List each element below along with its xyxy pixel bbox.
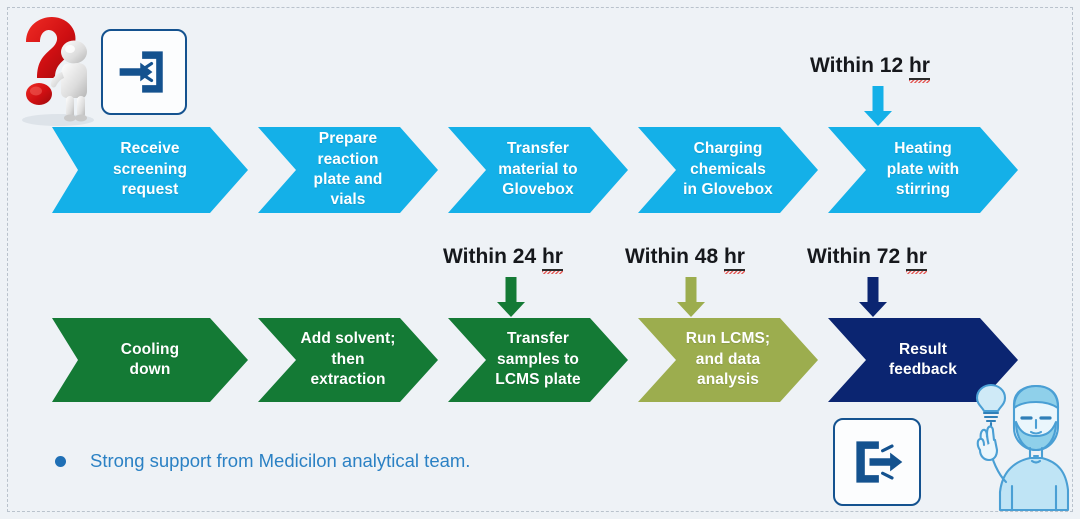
flow-step-label: Transfer samples to LCMS plate xyxy=(495,330,581,389)
flow-step-label: Charging chemicals in Glovebox xyxy=(683,140,773,199)
flow-step-transfer-material-to-glovebox[interactable]: Transfer material to Glovebox xyxy=(448,127,628,213)
flow-step-receive-screening-request[interactable]: Receive screening request xyxy=(52,127,248,213)
flow-step-label: Add solvent; then extraction xyxy=(300,330,396,389)
flow-step-run-lcms-and-data-analysis[interactable]: Run LCMS; and data analysis xyxy=(638,318,818,402)
time-label-within-12-hr: Within 12 hr xyxy=(810,54,930,80)
flow-step-label: Result feedback xyxy=(889,340,957,378)
login-enter-icon-tile[interactable] xyxy=(101,29,187,115)
time-label-within-24-hr: Within 24 hr xyxy=(443,245,563,271)
time-label-unit: hr xyxy=(905,245,927,271)
flow-step-label: Cooling down xyxy=(120,340,180,378)
flow-step-label: Run LCMS; and data analysis xyxy=(685,330,771,389)
flow-step-label: Heating plate with stirring xyxy=(886,140,960,199)
flow-row-top: Receive screening request Prepare reacti… xyxy=(52,127,1028,213)
bearded-person-idea-illustration xyxy=(952,382,1076,512)
logout-exit-icon-tile[interactable] xyxy=(833,418,921,506)
flow-step-heating-plate-with-stirring[interactable]: Heating plate with stirring xyxy=(828,127,1018,213)
time-label-unit: hr xyxy=(908,54,930,80)
flow-step-charging-chemicals-in-glovebox[interactable]: Charging chemicals in Glovebox xyxy=(638,127,818,213)
flow-step-label: Transfer material to Glovebox xyxy=(498,140,578,199)
time-label-prefix: Within 48 xyxy=(625,245,724,268)
time-label-prefix: Within 72 xyxy=(807,245,906,268)
flow-step-label: Receive screening request xyxy=(112,140,188,199)
time-label-within-72-hr: Within 72 hr xyxy=(807,245,927,271)
flow-row-bottom: Cooling down Add solvent; then extractio… xyxy=(52,318,1028,402)
time-label-prefix: Within 24 xyxy=(443,245,542,268)
arrow-to-run-lcms xyxy=(676,277,706,317)
time-label-within-48-hr: Within 48 hr xyxy=(625,245,745,271)
flow-step-transfer-samples-to-lcms-plate[interactable]: Transfer samples to LCMS plate xyxy=(448,318,628,402)
login-enter-icon xyxy=(119,51,163,93)
footnote-text: Strong support from Medicilon analytical… xyxy=(90,450,471,471)
logout-exit-icon xyxy=(856,441,903,483)
flow-step-add-solvent-then-extraction[interactable]: Add solvent; then extraction xyxy=(258,318,438,402)
time-label-unit: hr xyxy=(541,245,563,271)
bullet-dot-icon xyxy=(55,455,66,467)
flow-step-label: Prepare reaction plate and vials xyxy=(313,130,383,209)
footnote-bullet-row: Strong support from Medicilon analytical… xyxy=(55,450,470,472)
flow-step-prepare-reaction-plate-and-vials[interactable]: Prepare reaction plate and vials xyxy=(258,127,438,213)
time-label-unit: hr xyxy=(723,245,745,271)
arrow-to-result-feedback xyxy=(858,277,888,317)
arrow-to-transfer-samples xyxy=(496,277,526,317)
time-label-prefix: Within 12 xyxy=(810,54,909,77)
question-mark-person-icon xyxy=(12,8,104,126)
flow-step-cooling-down[interactable]: Cooling down xyxy=(52,318,248,402)
arrow-to-heating-plate xyxy=(863,86,893,126)
